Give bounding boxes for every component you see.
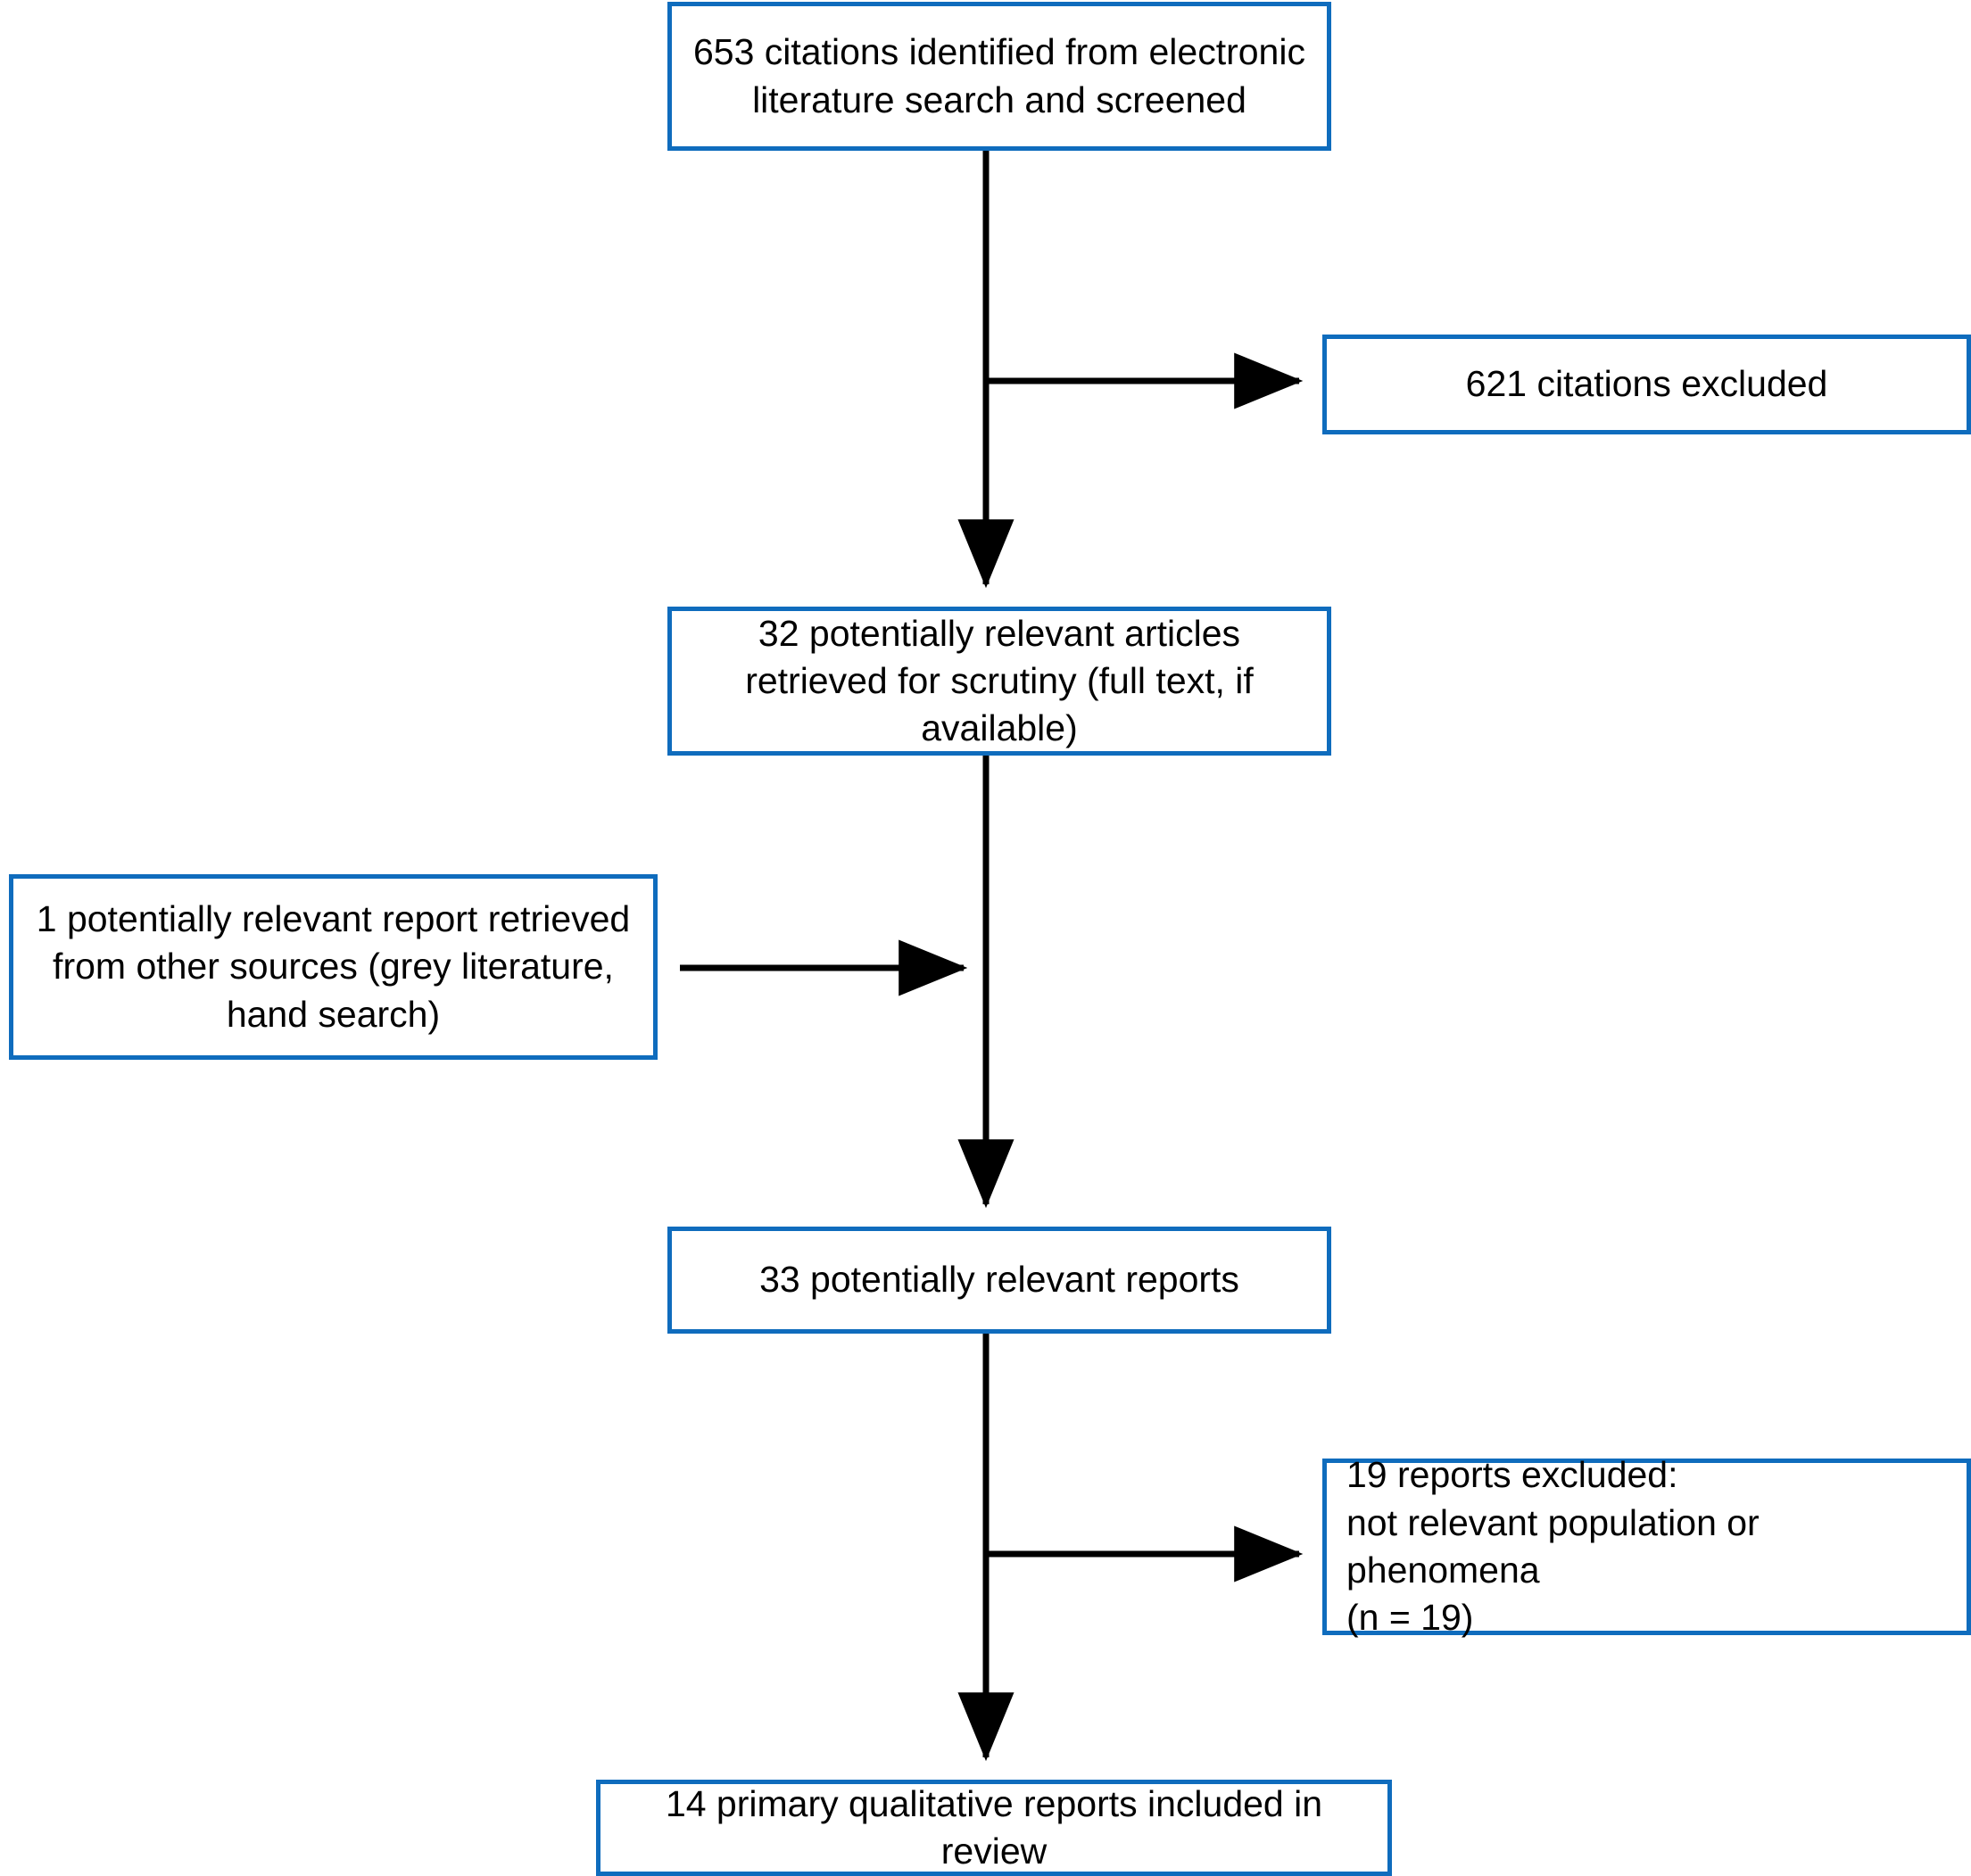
box-citations-identified-label: 653 citations identified from electronic… — [693, 31, 1305, 120]
box-reports-excluded: 19 reports excluded: not relevant popula… — [1322, 1454, 1971, 1638]
box-potentially-relevant-reports-label: 33 potentially relevant reports — [759, 1259, 1239, 1301]
box-articles-retrieved-label: 32 potentially relevant articles retriev… — [745, 612, 1254, 749]
box-citations-excluded-label: 621 citations excluded — [1465, 363, 1828, 405]
box-potentially-relevant-reports: 33 potentially relevant reports — [667, 1227, 1331, 1334]
box-reports-excluded-label: 19 reports excluded: not relevant popula… — [1346, 1454, 1760, 1639]
box-report-other-sources: 1 potentially relevant report retrieved … — [9, 874, 658, 1060]
box-reports-included: 14 primary qualitative reports included … — [596, 1780, 1392, 1876]
box-report-other-sources-label: 1 potentially relevant report retrieved … — [36, 898, 631, 1035]
box-citations-identified: 653 citations identified from electronic… — [667, 2, 1331, 151]
box-citations-excluded: 621 citations excluded — [1322, 335, 1971, 434]
box-articles-retrieved: 32 potentially relevant articles retriev… — [667, 607, 1331, 756]
box-reports-included-label: 14 primary qualitative reports included … — [665, 1782, 1323, 1872]
